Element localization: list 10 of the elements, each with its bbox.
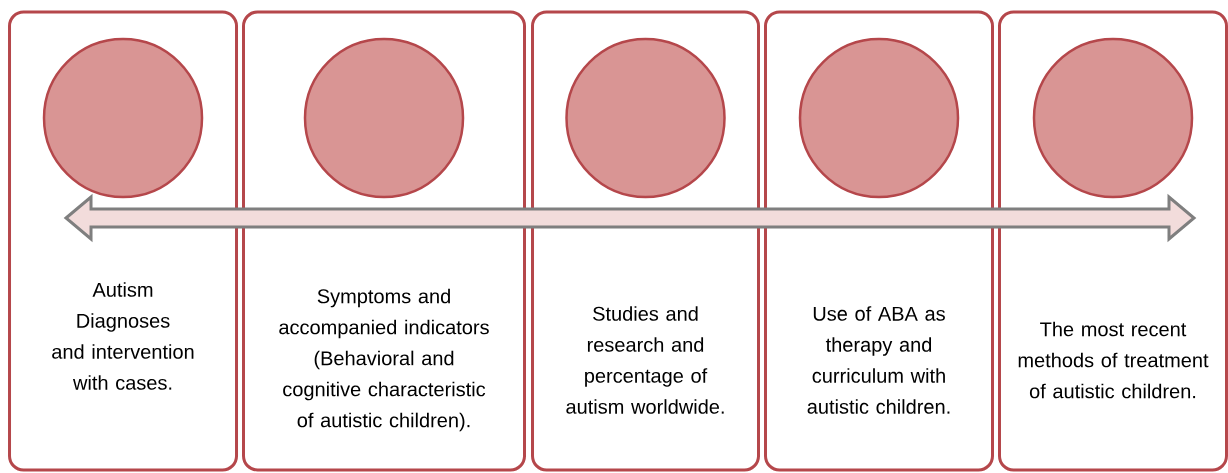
panel-box: The most recent methods of treatment of autistic children. xyxy=(998,10,1228,472)
panel-box: Use of ABA as therapy and curriculum with autistic children. xyxy=(764,10,994,472)
circle xyxy=(42,37,204,199)
circle xyxy=(1032,37,1194,199)
panel-box: Studies and research and percentage of autism worldwide. xyxy=(531,10,760,472)
circle xyxy=(798,37,960,199)
circle xyxy=(565,37,726,199)
circle xyxy=(303,37,465,199)
panel-box: Symptoms and accompanied indicators (Behavioral and cognitive characteristic of autistic children). xyxy=(242,10,526,472)
panel-box: Autism Diagnoses and intervention with cases. xyxy=(8,10,238,472)
